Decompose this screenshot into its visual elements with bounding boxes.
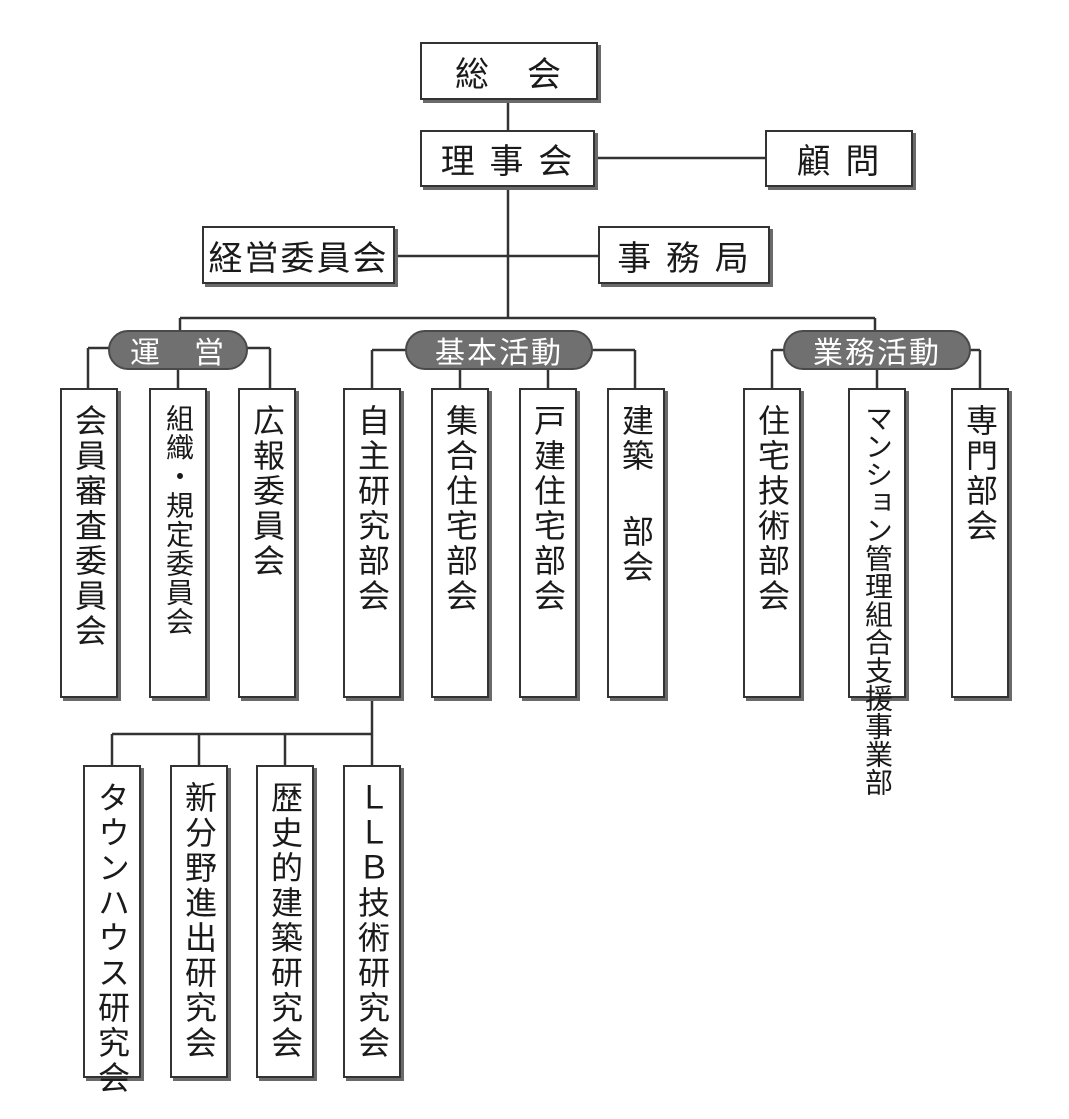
advisor-box: 顧 問 bbox=[765, 130, 913, 187]
study-group-townhouse: タウンハウス研究会 bbox=[83, 765, 141, 1096]
secretariat-label: 事 務 局 bbox=[617, 238, 751, 279]
secretariat-box: 事 務 局 bbox=[598, 226, 770, 284]
unit-public-relations: 広報委員会 bbox=[238, 388, 296, 698]
unit-specialist: 専門部会 bbox=[951, 388, 1009, 698]
category-operations-label: 運 営 bbox=[130, 336, 226, 371]
unit-label: 建築 部会 bbox=[617, 404, 655, 585]
unit-label: マンション管理組合支援事業部 bbox=[861, 404, 894, 796]
study-group-label: ＬＬＢ技術研究会 bbox=[353, 781, 391, 1061]
study-group-label: 歴史的建築研究会 bbox=[266, 781, 304, 1061]
unit-detached-housing: 戸建住宅部会 bbox=[519, 388, 577, 698]
study-group-label: 新分野進出研究会 bbox=[180, 781, 218, 1061]
management-committee-label: 経営委員会 bbox=[208, 238, 389, 279]
unit-organization-rules: 組織・規定委員会 bbox=[149, 388, 207, 698]
unit-label: 会員審査委員会 bbox=[70, 404, 108, 649]
advisor-label: 顧 問 bbox=[796, 142, 882, 182]
unit-label: 自主研究部会 bbox=[353, 404, 391, 614]
unit-condominium-support: マンション管理組合支援事業部 bbox=[848, 388, 906, 796]
unit-label: 戸建住宅部会 bbox=[529, 404, 567, 614]
management-committee-box: 経営委員会 bbox=[202, 226, 395, 284]
unit-architecture: 建築 部会 bbox=[607, 388, 665, 698]
board-box: 理 事 会 bbox=[420, 130, 595, 187]
unit-collective-housing: 集合住宅部会 bbox=[431, 388, 489, 698]
unit-label: 住宅技術部会 bbox=[753, 404, 791, 614]
unit-label: 広報委員会 bbox=[248, 404, 286, 579]
unit-label: 集合住宅部会 bbox=[441, 404, 479, 614]
unit-label: 専門部会 bbox=[961, 404, 999, 544]
unit-independent-research: 自主研究部会 bbox=[343, 388, 401, 698]
study-group-llb-technology: ＬＬＢ技術研究会 bbox=[343, 765, 401, 1078]
category-basic-activities-label: 基本活動 bbox=[435, 336, 563, 371]
study-group-new-fields: 新分野進出研究会 bbox=[170, 765, 228, 1078]
category-business-activities-label: 業務活動 bbox=[813, 336, 941, 371]
unit-label: 組織・規定委員会 bbox=[162, 404, 195, 636]
category-operations: 運 営 bbox=[108, 330, 248, 371]
study-group-label: タウンハウス研究会 bbox=[93, 781, 131, 1096]
unit-membership-review: 会員審査委員会 bbox=[60, 388, 118, 698]
general-assembly-label: 総 会 bbox=[455, 54, 563, 95]
general-assembly-box: 総 会 bbox=[420, 42, 598, 100]
board-label: 理 事 会 bbox=[440, 142, 575, 182]
unit-housing-technology: 住宅技術部会 bbox=[743, 388, 801, 698]
category-basic-activities: 基本活動 bbox=[405, 330, 593, 371]
study-group-historic-architecture: 歴史的建築研究会 bbox=[256, 765, 314, 1078]
category-business-activities: 業務活動 bbox=[783, 330, 971, 371]
